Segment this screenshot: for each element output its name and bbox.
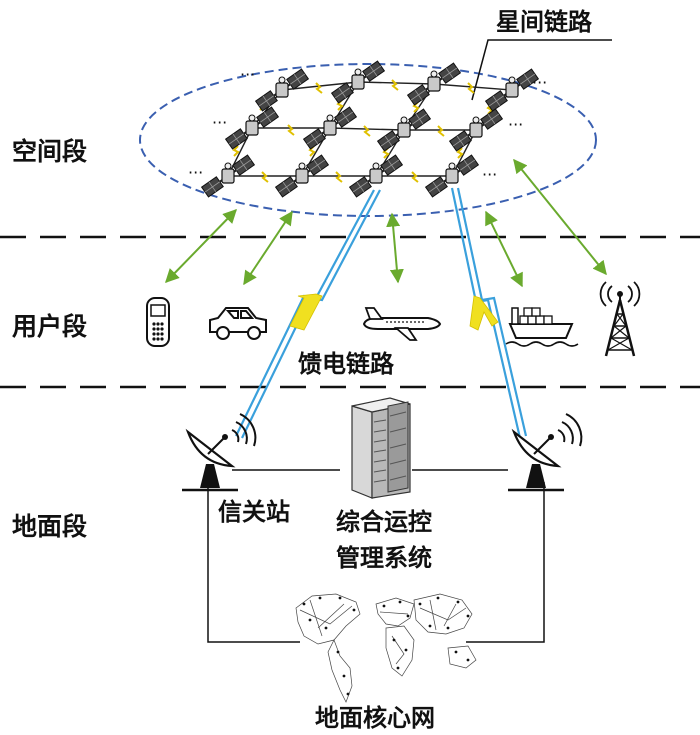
user-segment-label: 用户段: [12, 312, 87, 341]
core-network-label: 地面核心网: [315, 704, 435, 732]
constellation-ellipse: [139, 63, 597, 217]
constellation-dots: ···: [482, 165, 497, 184]
mobile-phone-icon: [146, 297, 170, 347]
isl-callout-line: [471, 39, 612, 101]
ops-system-label-line1: 综合运控: [336, 508, 432, 536]
satellite-icon: [254, 68, 310, 112]
isl-label: 星间链路: [496, 8, 593, 36]
constellation-dots: ···: [240, 65, 255, 84]
ground-connections: [207, 469, 545, 643]
car-icon: [209, 307, 267, 340]
world-map-nodes: [302, 596, 470, 696]
ground-segment-label: 地面段: [12, 512, 87, 541]
feeder-links: [235, 187, 528, 439]
constellation-dots: ···: [532, 73, 547, 92]
cargo-ship-icon: [505, 307, 579, 347]
constellation-dots: ···: [188, 163, 203, 182]
constellation-dots: ···: [508, 115, 523, 134]
user-links: [165, 158, 607, 288]
constellation-dots: ···: [212, 113, 227, 132]
satellite-dish-icon: [180, 412, 257, 492]
world-map-icon: [295, 593, 477, 703]
server-rack-icon: [351, 397, 411, 499]
feeder-link-label: 馈电链路: [298, 350, 395, 378]
airplane-icon: [362, 307, 442, 341]
satellite-icon: [484, 68, 540, 112]
gateway-label: 信关站: [218, 498, 290, 526]
radio-tower-icon: [599, 281, 641, 357]
satellite-dish-icon: [506, 412, 583, 492]
ops-system-label-line2: 管理系统: [336, 544, 432, 572]
space-segment-label: 空间段: [12, 137, 87, 166]
